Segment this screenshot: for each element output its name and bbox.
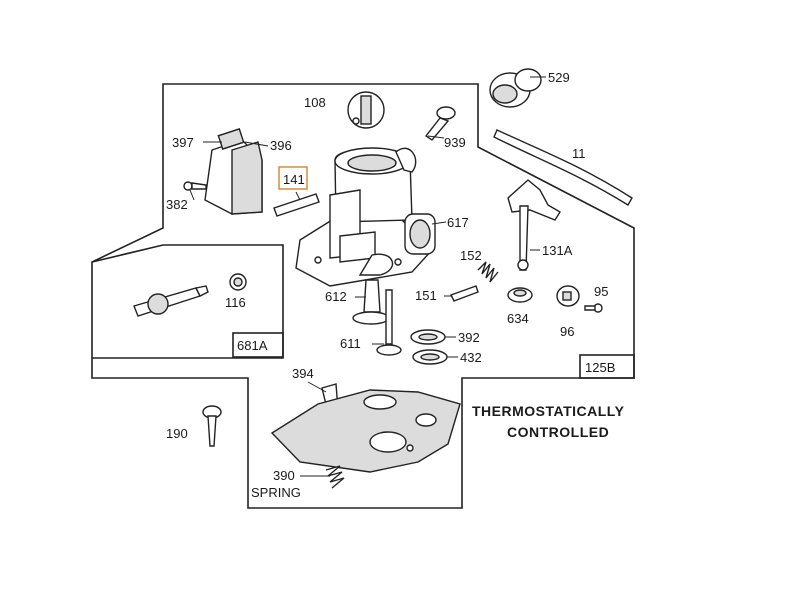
part-95-screw (584, 303, 603, 313)
label-96: 96 (560, 324, 574, 339)
part-116-ring (229, 273, 247, 291)
highlight-box-141 (278, 166, 308, 190)
part-141-pin (273, 193, 320, 217)
label-151: 151 (415, 288, 437, 303)
label-116: 116 (225, 295, 246, 310)
part-151-screw (450, 285, 479, 302)
label-382: 382 (166, 197, 188, 212)
part-611-bolt (376, 289, 402, 356)
label-681a: 681A (237, 338, 268, 353)
part-390-spring (325, 465, 345, 489)
label-spring: SPRING (251, 485, 301, 500)
label-390: 390 (273, 468, 295, 483)
label-190: 190 (166, 426, 188, 441)
leader-396 (244, 141, 269, 147)
label-611: 611 (340, 336, 361, 351)
part-190-screw (202, 405, 222, 447)
part-681a-needle-valve (133, 285, 209, 317)
part-392-ring-inner (418, 333, 438, 341)
leader-617 (431, 221, 447, 225)
part-152-spring (477, 261, 499, 283)
label-392: 392 (458, 330, 480, 345)
part-529-boot (489, 68, 542, 108)
label-612: 612 (325, 289, 347, 304)
part-11-tube (493, 129, 633, 206)
carburetor-body (295, 147, 436, 287)
note-line-2: CONTROLLED (507, 424, 609, 440)
part-96-plate (556, 285, 580, 307)
part-396-397-bracket (204, 128, 263, 215)
label-131a: 131A (542, 243, 573, 258)
leader-141 (295, 191, 301, 201)
label-141: 141 (283, 172, 305, 187)
note-line-1: THERMOSTATICALLY (472, 403, 625, 419)
part-108-plate (347, 91, 385, 129)
part-131a-lever (507, 179, 561, 271)
kit-681a-tag-box (232, 332, 284, 358)
label-529: 529 (548, 70, 570, 85)
part-432-ring-inner (420, 353, 440, 361)
label-397: 397 (172, 135, 194, 150)
label-394: 394 (292, 366, 314, 381)
leader-394 (307, 381, 327, 393)
leader-939 (427, 135, 445, 139)
label-152: 152 (460, 248, 482, 263)
gasket-plate (270, 389, 461, 473)
leader-382 (189, 189, 195, 201)
kit-681a-boundary (91, 244, 284, 359)
kit-125b-tag-box (579, 354, 635, 379)
label-396: 396 (270, 138, 292, 153)
label-939: 939 (444, 135, 466, 150)
label-634: 634 (507, 311, 529, 326)
part-382-screw (183, 181, 207, 191)
label-432: 432 (460, 350, 482, 365)
label-95: 95 (594, 284, 608, 299)
label-125b: 125B (585, 360, 615, 375)
part-612-column (352, 279, 390, 325)
label-108: 108 (304, 95, 326, 110)
label-11: 11 (572, 146, 586, 161)
label-617: 617 (447, 215, 469, 230)
part-634-washer (507, 287, 533, 303)
part-939-screw (424, 106, 456, 141)
